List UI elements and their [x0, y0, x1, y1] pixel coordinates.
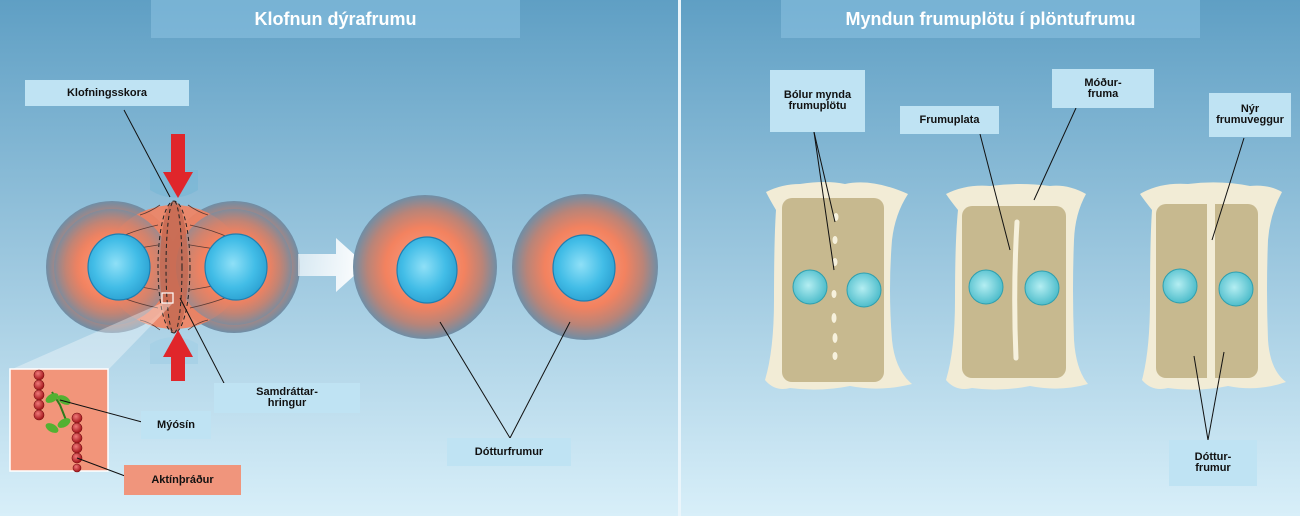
dividing-animal-cell	[46, 170, 300, 364]
label-vesicles-form-plate: Bólur mynda frumuplötu	[770, 70, 865, 132]
label-mother-cell: Móður- fruma	[1052, 69, 1154, 108]
label-cell-plate: Frumuplata	[900, 106, 999, 134]
label-daughter-cells-plant: Dóttur- frumur	[1169, 440, 1257, 486]
panel-divider	[678, 0, 681, 516]
label-actin-filament: Aktínþráður	[124, 465, 241, 495]
label-new-cell-wall: Nýr frumuveggur	[1209, 93, 1291, 137]
plant-cell-3	[1140, 182, 1286, 390]
left-panel-title: Klofnun dýrafrumu	[151, 0, 520, 38]
right-panel-title: Myndun frumuplötu í plöntufrumu	[781, 0, 1200, 38]
zoom-beam	[10, 303, 173, 370]
plant-cell-2	[946, 184, 1088, 390]
red-arrow-down	[163, 134, 193, 198]
label-contractile-ring: Samdráttar- hringur	[214, 383, 360, 413]
label-myosin: Mýósín	[141, 411, 211, 439]
plant-cell-1	[765, 182, 912, 390]
zoom-region-marker	[161, 292, 174, 304]
red-arrow-up	[163, 330, 193, 381]
daughter-cell-1	[353, 195, 497, 339]
left-nucleus	[87, 233, 151, 301]
left-leader-lines	[59, 109, 571, 477]
label-cleavage-furrow: Klofningsskora	[25, 80, 189, 106]
progress-arrow	[298, 238, 366, 292]
right-nucleus	[204, 233, 268, 301]
label-daughter-cells-animal: Dótturfrumur	[447, 438, 571, 466]
right-leader-lines	[813, 107, 1245, 441]
actin-myosin-inset	[9, 368, 109, 473]
daughter-cell-2	[512, 194, 658, 340]
